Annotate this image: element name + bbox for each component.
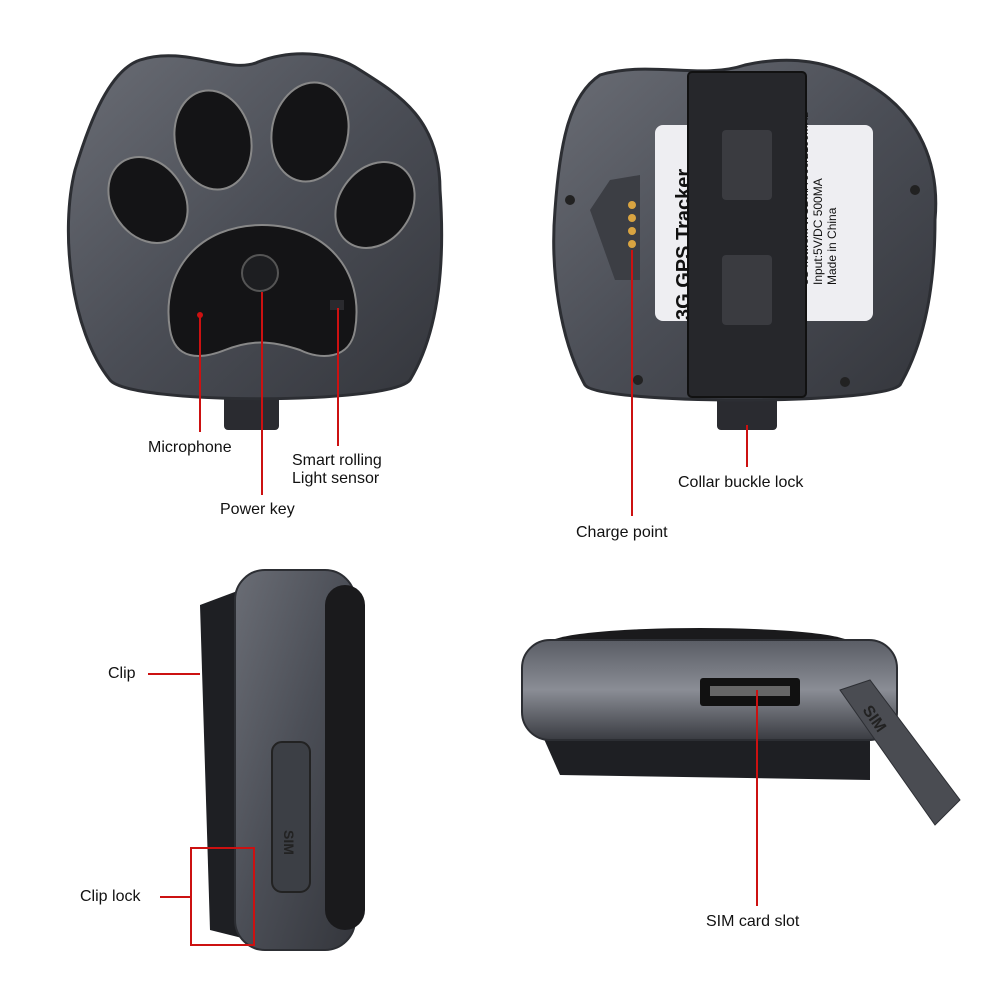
sim-flap xyxy=(839,679,961,826)
sticker-origin: Made in China xyxy=(825,207,839,285)
paw-toe xyxy=(270,81,350,183)
microphone-hole xyxy=(197,312,203,318)
light-sensor xyxy=(330,300,344,310)
collar-buckle-lock-label: Collar buckle lock xyxy=(678,474,804,491)
callout-lines xyxy=(148,250,758,946)
sim-cover-side-text: SIM xyxy=(281,830,297,855)
paw-toe xyxy=(107,156,189,244)
sticker-input: Input:5V/DC 500MA xyxy=(811,178,825,285)
clip-label: Clip xyxy=(108,665,136,682)
sim-cover-side xyxy=(271,741,311,893)
power-key-button xyxy=(241,254,279,292)
front-view xyxy=(66,52,444,430)
light-sensor-label-line2: Light sensor xyxy=(292,470,380,487)
paw-toe xyxy=(173,89,253,191)
collar-buckle-front xyxy=(224,395,279,430)
clip-lock-label: Clip lock xyxy=(80,888,141,905)
power-key-label: Power key xyxy=(220,501,295,518)
side-view: SIM xyxy=(200,569,365,951)
light-sensor-label-line1: Smart rolling xyxy=(292,452,382,469)
microphone-label: Microphone xyxy=(148,439,232,456)
sim-card-slot-label: SIM card slot xyxy=(706,913,800,930)
bottom-view: SIM xyxy=(521,628,961,826)
back-view: 3G GPS Tracker 3G network WCDMA 900/2100… xyxy=(552,58,938,430)
clip-lock-highlight-box xyxy=(190,847,255,946)
charge-pins xyxy=(628,201,636,248)
charge-point-label: Charge point xyxy=(576,524,668,541)
back-clip xyxy=(687,71,807,398)
paw-toe xyxy=(334,161,416,249)
charge-port-area xyxy=(590,175,640,280)
